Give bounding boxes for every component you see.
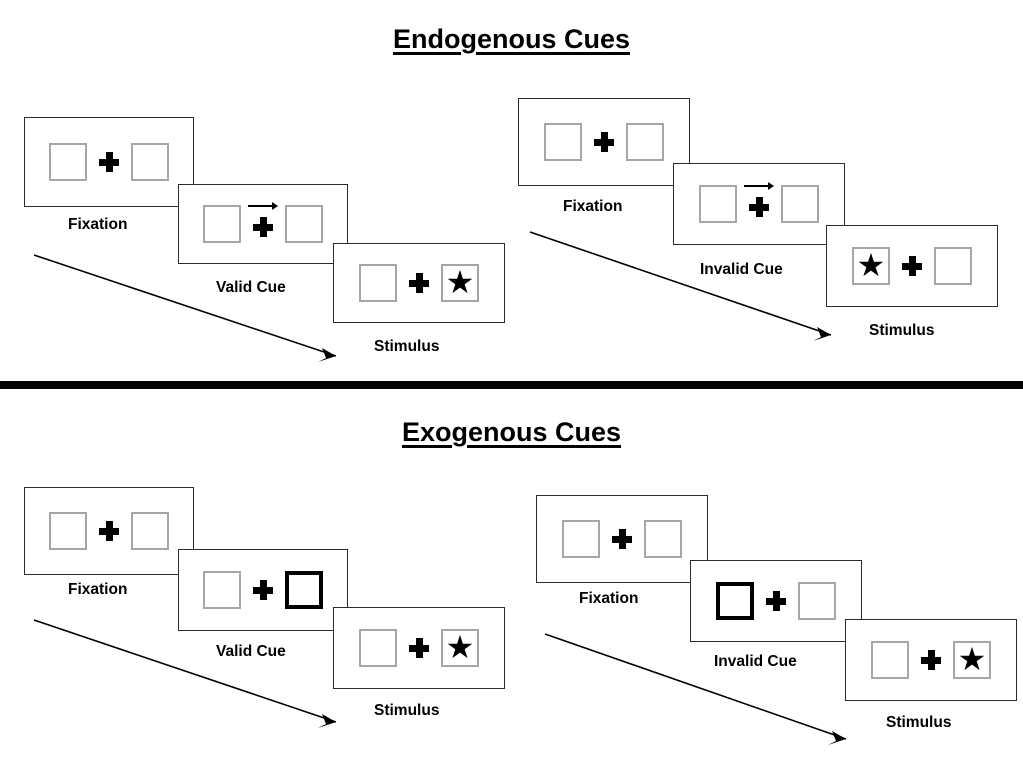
panel-fixation (518, 98, 690, 186)
panel-content (544, 123, 664, 161)
fixation-cross-wrap (902, 256, 922, 276)
plus-icon (409, 273, 429, 293)
panel-stimulus: ★ (845, 619, 1017, 701)
fixation-cross-wrap (921, 650, 941, 670)
plus-icon (612, 529, 632, 549)
star-icon: ★ (445, 628, 475, 665)
target-box-right (131, 143, 169, 181)
panel-stimulus: ★ (333, 607, 505, 689)
section-title-endogenous: Endogenous Cues (392, 24, 630, 54)
panel-valid-cue (178, 549, 348, 631)
panel-content (562, 520, 682, 558)
panel-content (716, 582, 836, 620)
target-box-left: ★ (852, 247, 890, 285)
panel-content: ★ (852, 247, 972, 285)
fixation-cross-wrap (253, 580, 273, 600)
target-box-left (203, 571, 241, 609)
panel-fixation (24, 117, 194, 207)
panel-content: ★ (359, 629, 479, 667)
target-box-right-cued (285, 571, 323, 609)
plus-icon (749, 197, 769, 217)
plus-icon (902, 256, 922, 276)
target-box-left (203, 205, 241, 243)
section-divider (0, 381, 1023, 389)
target-box-left (562, 520, 600, 558)
panel-stimulus: ★ (826, 225, 998, 307)
fixation-cross-wrap (766, 591, 786, 611)
caption-stimulus: Stimulus (869, 322, 935, 339)
caption-fixation: Fixation (68, 581, 128, 598)
caption-fixation: Fixation (563, 198, 623, 215)
plus-icon (766, 591, 786, 611)
target-box-right (626, 123, 664, 161)
plus-icon (253, 217, 273, 237)
target-box-right (131, 512, 169, 550)
panel-content (699, 182, 819, 223)
panel-fixation (24, 487, 194, 575)
plus-icon (921, 650, 941, 670)
section-title-exogenous: Exogenous Cues (401, 417, 622, 447)
panel-content: ★ (359, 264, 479, 302)
panel-content (203, 202, 323, 243)
target-box-left (544, 123, 582, 161)
target-box-left-cued (716, 582, 754, 620)
fixation-cross-wrap (99, 521, 119, 541)
target-box-left (49, 143, 87, 181)
target-box-right (934, 247, 972, 285)
fixation-cross-wrap (248, 202, 278, 237)
panel-invalid-cue (690, 560, 862, 642)
panel-content (203, 571, 323, 609)
fixation-cross-wrap (409, 273, 429, 293)
target-box-right (798, 582, 836, 620)
panel-invalid-cue (673, 163, 845, 245)
fixation-cross-wrap (99, 152, 119, 172)
caption-invalid-cue: Invalid Cue (714, 653, 797, 670)
fixation-cross-wrap (612, 529, 632, 549)
caption-valid-cue: Valid Cue (216, 279, 286, 296)
target-box-left (871, 641, 909, 679)
caption-stimulus: Stimulus (886, 714, 952, 731)
caption-invalid-cue: Invalid Cue (700, 261, 783, 278)
target-box-left (699, 185, 737, 223)
star-icon: ★ (957, 640, 987, 677)
target-box-right (644, 520, 682, 558)
caption-fixation: Fixation (579, 590, 639, 607)
plus-icon (99, 521, 119, 541)
star-icon: ★ (445, 263, 475, 300)
caption-stimulus: Stimulus (374, 338, 440, 355)
right-arrow-cue-icon (744, 182, 774, 190)
plus-icon (594, 132, 614, 152)
right-arrow-cue-icon (248, 202, 278, 210)
plus-icon (99, 152, 119, 172)
panel-content (49, 143, 169, 181)
target-box-right (781, 185, 819, 223)
panel-content: ★ (871, 641, 991, 679)
plus-icon (409, 638, 429, 658)
panel-stimulus: ★ (333, 243, 505, 323)
target-box-left (359, 629, 397, 667)
fixation-cross-wrap (409, 638, 429, 658)
panel-fixation (536, 495, 708, 583)
target-box-right (285, 205, 323, 243)
panel-content (49, 512, 169, 550)
target-box-right: ★ (441, 264, 479, 302)
panel-valid-cue (178, 184, 348, 264)
plus-icon (253, 580, 273, 600)
fixation-cross-wrap (744, 182, 774, 217)
target-box-left (359, 264, 397, 302)
caption-stimulus: Stimulus (374, 702, 440, 719)
caption-valid-cue: Valid Cue (216, 643, 286, 660)
caption-fixation: Fixation (68, 216, 128, 233)
fixation-cross-wrap (594, 132, 614, 152)
star-icon: ★ (856, 246, 886, 283)
target-box-right: ★ (953, 641, 991, 679)
target-box-left (49, 512, 87, 550)
target-box-right: ★ (441, 629, 479, 667)
